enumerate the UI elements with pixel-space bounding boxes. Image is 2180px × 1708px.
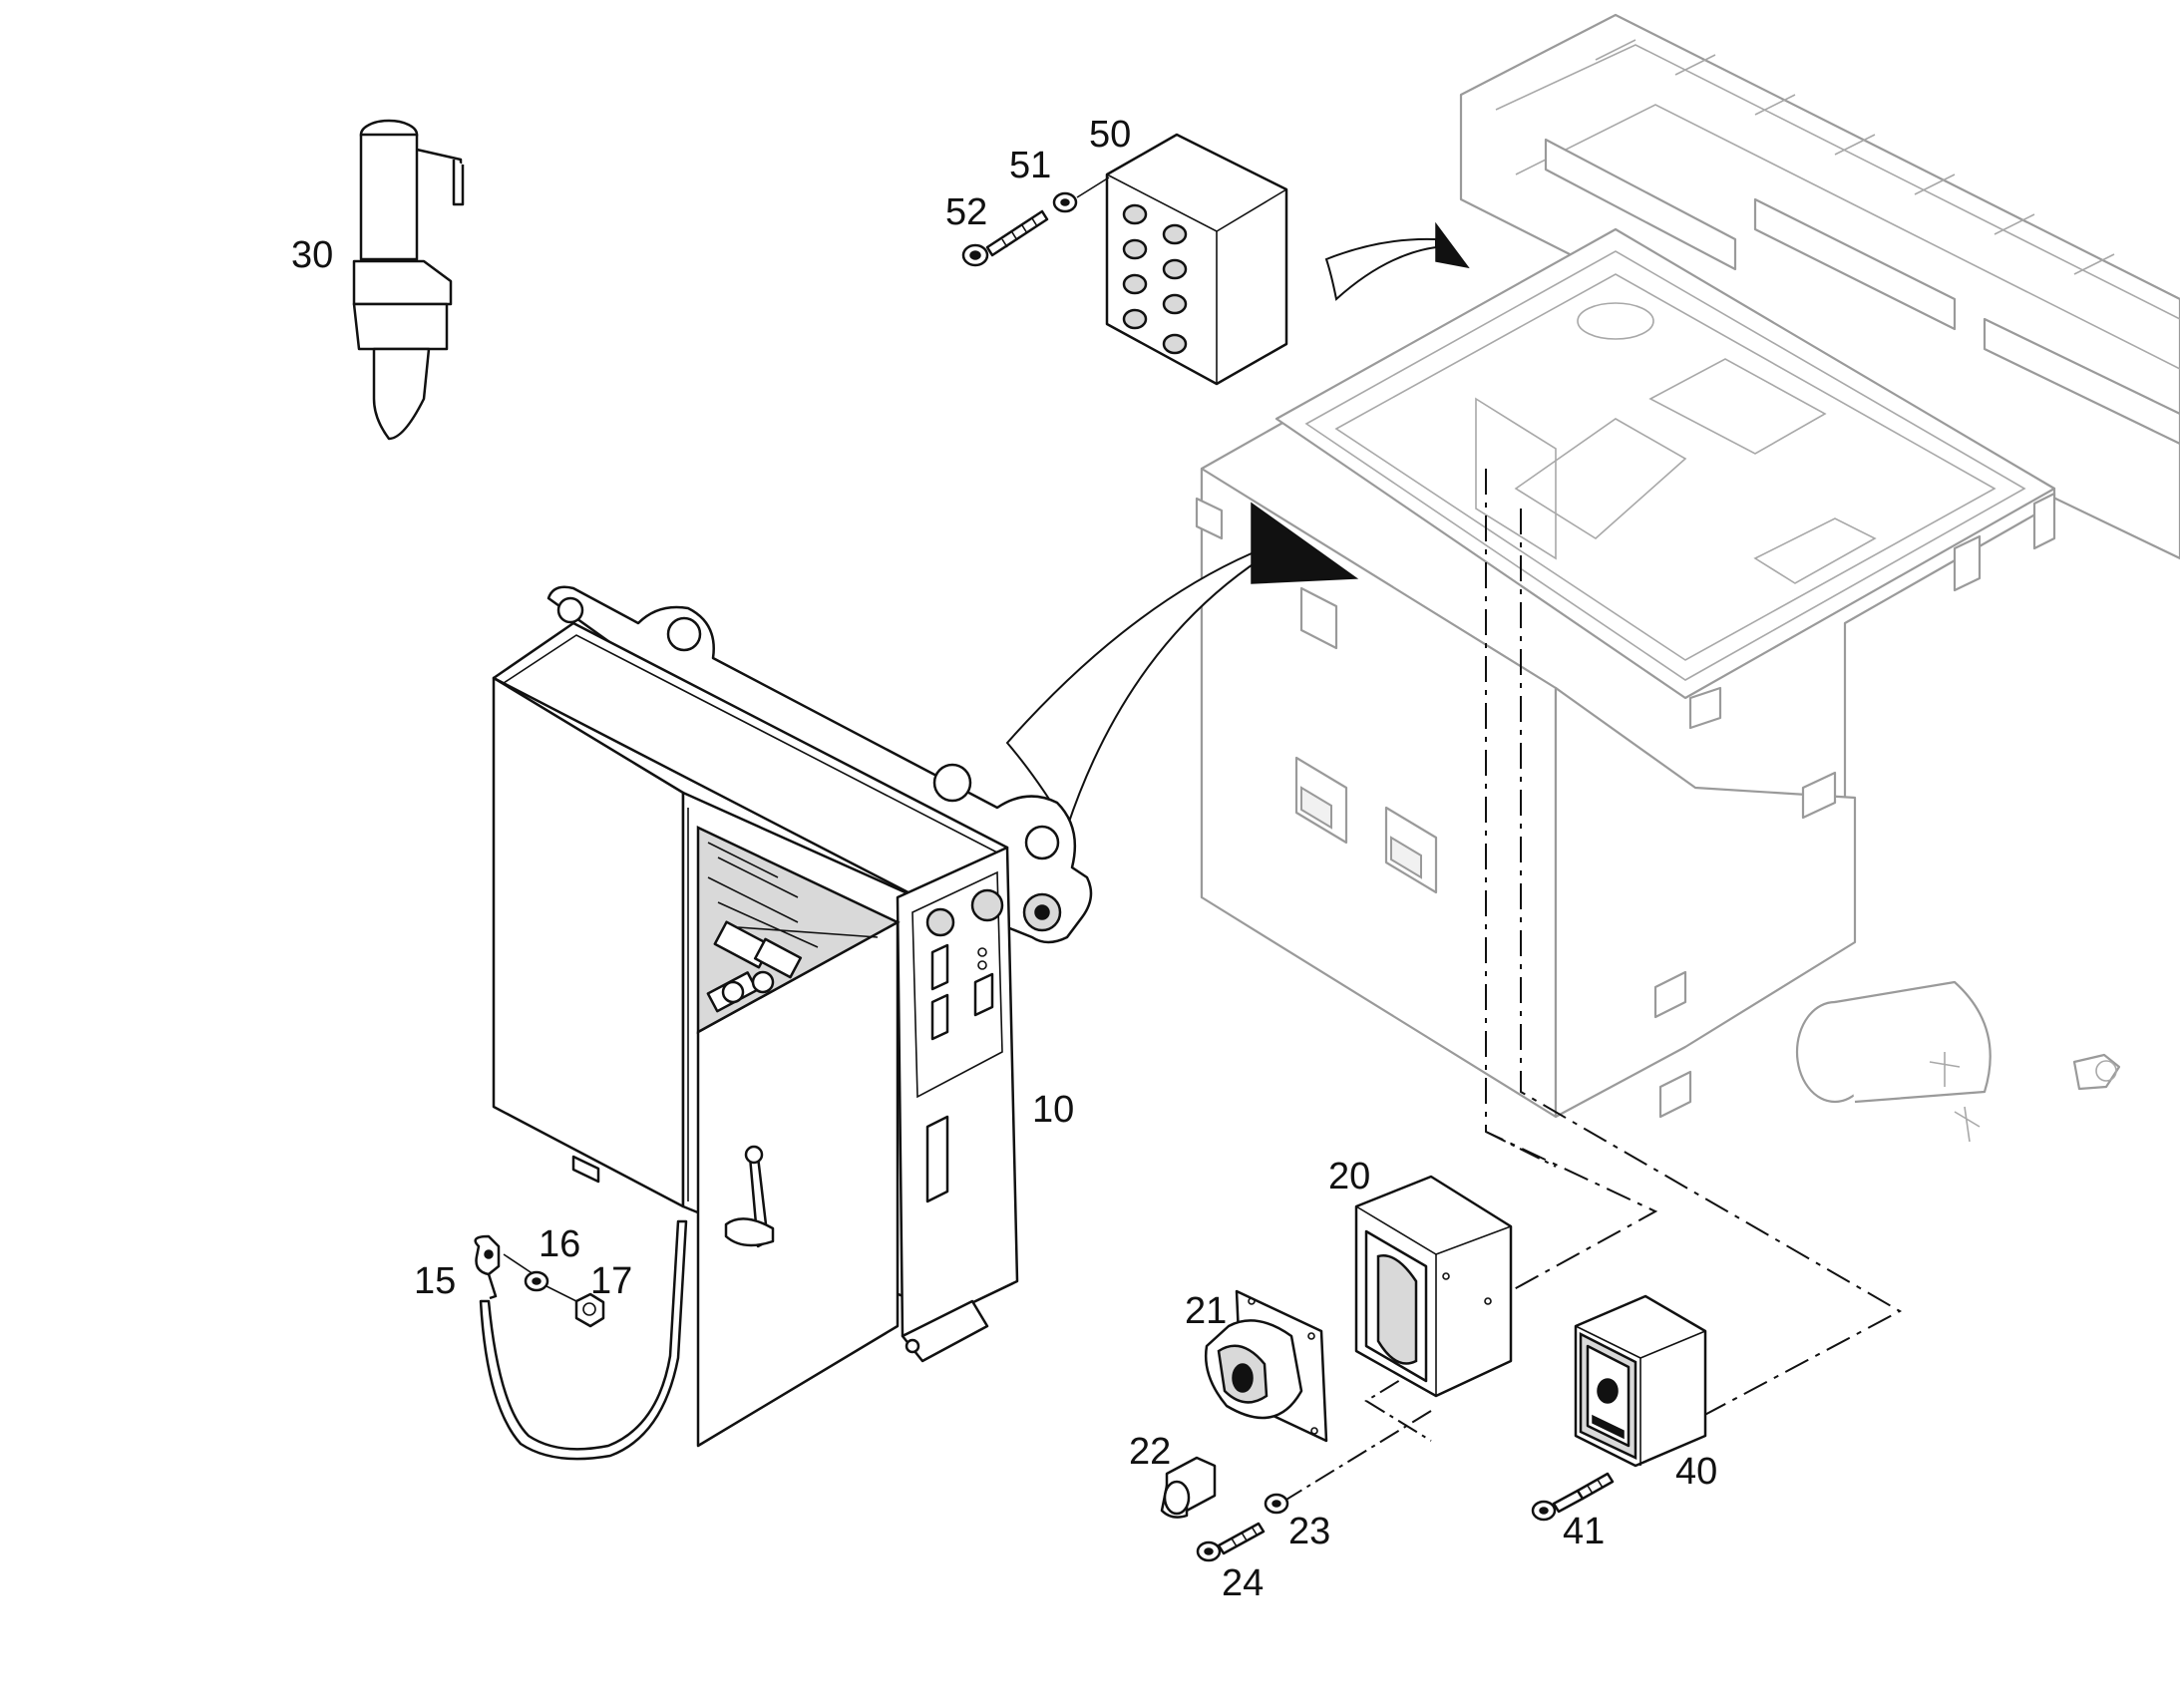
part-50-valve-block	[1105, 133, 1288, 386]
callout-20: 20	[1328, 1156, 1370, 1197]
callout-51: 51	[1009, 145, 1051, 186]
part-21-power-socket	[1205, 1289, 1328, 1443]
callout-30: 30	[291, 234, 333, 276]
callout-23: 23	[1288, 1511, 1330, 1552]
part-16-washer	[524, 1270, 577, 1302]
part-41-screw	[1531, 1472, 1615, 1522]
callout-17: 17	[590, 1260, 632, 1302]
part-22-cable-gland	[1160, 1456, 1217, 1519]
callout-21: 21	[1185, 1290, 1227, 1332]
part-52-bolt	[961, 209, 1049, 267]
callout-15: 15	[414, 1260, 456, 1302]
install-arrow-small	[1324, 221, 1470, 301]
part-23-washer	[1264, 1493, 1289, 1515]
part-20-socket-housing	[1354, 1175, 1513, 1398]
callout-10: 10	[1032, 1089, 1074, 1131]
part-30-plug	[352, 119, 465, 441]
callout-41: 41	[1563, 1511, 1605, 1552]
part-51-washer	[1052, 176, 1110, 213]
part-15-ground-cable	[474, 1219, 688, 1461]
valve-block-ports	[1122, 203, 1188, 355]
machine-frame-ghost	[1195, 13, 2180, 1143]
part-24-screw	[1196, 1522, 1266, 1562]
part-10-control-box	[492, 585, 1093, 1448]
callout-16: 16	[539, 1223, 580, 1265]
callout-52: 52	[945, 191, 987, 233]
callout-50: 50	[1089, 114, 1131, 156]
part-17-nut	[574, 1292, 605, 1328]
install-arrow-large	[1005, 502, 1359, 831]
callout-22: 22	[1129, 1431, 1171, 1473]
assembly-leader-lines	[1275, 469, 1903, 1507]
part-40-switch-box	[1574, 1294, 1707, 1468]
callout-24: 24	[1222, 1562, 1264, 1604]
callout-labels: 10 15 16 17 20 21 22 23 24 30 40 41 50 5…	[291, 114, 1717, 1604]
callout-40: 40	[1675, 1451, 1717, 1493]
